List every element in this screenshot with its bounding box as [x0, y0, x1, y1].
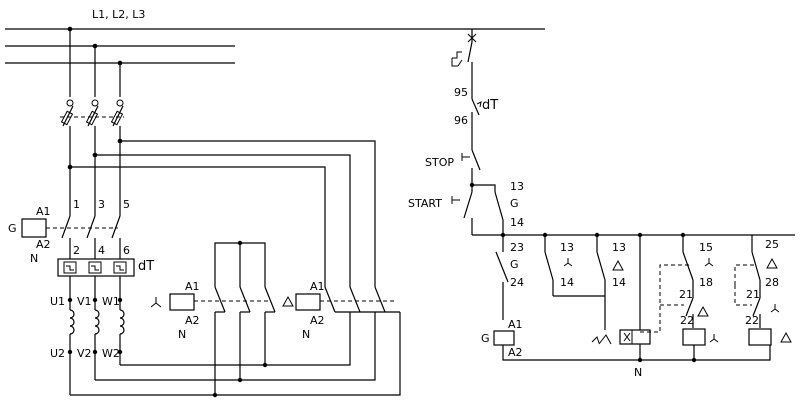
- svg-text:2: 2: [73, 244, 80, 257]
- svg-text:5: 5: [123, 198, 130, 211]
- svg-text:14: 14: [612, 276, 626, 289]
- star-symbol-icon: [704, 258, 714, 267]
- delta-symbol-icon: [282, 295, 294, 307]
- svg-text:U2: U2: [50, 347, 65, 360]
- svg-text:22: 22: [680, 314, 694, 327]
- svg-text:21: 21: [679, 288, 693, 301]
- fuse-disconnector: [60, 99, 124, 216]
- delta-coil: [295, 293, 321, 311]
- svg-text:96: 96: [454, 114, 468, 127]
- delta-symbol-icon: [612, 259, 624, 271]
- overload-label-left: dT: [138, 259, 154, 274]
- star-symbol-icon: [709, 334, 719, 343]
- svg-text:U1: U1: [50, 295, 65, 308]
- supply-label: L1, L2, L3: [92, 8, 145, 21]
- svg-text:G: G: [510, 197, 519, 210]
- star-contactor: A1 A2 N: [150, 240, 276, 341]
- svg-text:25: 25: [765, 238, 779, 251]
- timer-contact-25-28: 25 28: [734, 235, 779, 292]
- delta-symbol-icon: [697, 305, 709, 317]
- svg-text:A2: A2: [508, 346, 523, 359]
- svg-text:21: 21: [746, 288, 760, 301]
- start-button: START: [408, 185, 473, 235]
- contact-delta-13-14: 13 14: [596, 235, 626, 296]
- svg-text:18: 18: [699, 276, 713, 289]
- star-symbol-icon: [150, 297, 162, 308]
- svg-text:dT: dT: [482, 98, 498, 113]
- svg-text:W2: W2: [102, 347, 120, 360]
- star-coil-control: [682, 328, 719, 346]
- main-coil: [21, 218, 47, 238]
- svg-text:23: 23: [510, 241, 524, 254]
- main-coil-label: G: [8, 222, 17, 235]
- coil-a2-label: A2: [36, 238, 51, 251]
- interlock-21-22-star: 21 22: [660, 288, 709, 328]
- coil-n-label: N: [30, 252, 38, 265]
- neutral-label: N: [634, 366, 642, 379]
- svg-text:G: G: [510, 258, 519, 271]
- start-label: START: [408, 197, 442, 210]
- svg-text:13: 13: [560, 241, 574, 254]
- svg-text:15: 15: [699, 241, 713, 254]
- interlock-21-22-delta: 21 22: [734, 285, 780, 328]
- delta-contactor: A1 A2 N: [282, 280, 400, 341]
- timer-contact-15-18: 15 18: [640, 235, 714, 333]
- svg-text:14: 14: [510, 216, 524, 229]
- motor-windings: U1 V1 W1 U2 V2 W2: [50, 295, 125, 395]
- svg-text:28: 28: [765, 276, 779, 289]
- svg-text:A1: A1: [310, 280, 325, 293]
- stop-label: STOP: [425, 156, 454, 169]
- coil-a1-label: A1: [36, 205, 51, 218]
- power-circuit: A1 G A2 N 1 3 5 2 4 6: [8, 26, 401, 398]
- svg-text:G: G: [481, 332, 490, 345]
- star-coil: [169, 293, 195, 311]
- delta-symbol-icon: [766, 257, 778, 269]
- delta-coil-control: [748, 328, 792, 346]
- control-coil-g: A1 G A2: [481, 318, 523, 359]
- supply-bus: L1, L2, L3: [5, 8, 545, 64]
- svg-text:14: 14: [560, 276, 574, 289]
- overload-contact: 95 dT 96: [454, 86, 498, 130]
- svg-text:A1: A1: [508, 318, 523, 331]
- contact-g-23-24: 23 G 24: [495, 235, 524, 320]
- hold-contact-g: 13 G 14: [494, 180, 524, 235]
- main-contactor-g: A1 G A2 N 1 3 5 2 4 6: [8, 198, 130, 265]
- star-symbol-icon: [563, 258, 573, 267]
- svg-text:13: 13: [510, 180, 524, 193]
- coil-g: [493, 330, 515, 346]
- svg-text:A1: A1: [185, 280, 200, 293]
- svg-text:V1: V1: [77, 295, 92, 308]
- svg-text:A2: A2: [185, 314, 200, 327]
- star-symbol-icon: [770, 304, 780, 313]
- delta-symbol-icon: [780, 331, 792, 343]
- svg-text:W1: W1: [102, 295, 120, 308]
- control-circuit: 95 dT 96 STOP START: [408, 29, 795, 379]
- svg-text:A2: A2: [310, 314, 325, 327]
- svg-text:1: 1: [73, 198, 80, 211]
- svg-text:95: 95: [454, 86, 468, 99]
- svg-text:6: 6: [123, 244, 130, 257]
- thermal-overload-relay: dT: [57, 258, 154, 298]
- timer-coil: [591, 235, 651, 345]
- svg-text:N: N: [302, 328, 310, 341]
- svg-text:4: 4: [98, 244, 105, 257]
- svg-text:N: N: [178, 328, 186, 341]
- svg-text:24: 24: [510, 276, 524, 289]
- svg-text:3: 3: [98, 198, 105, 211]
- svg-text:22: 22: [745, 314, 759, 327]
- stop-button: STOP: [425, 130, 481, 188]
- star-delta-timer-icon: [591, 334, 612, 345]
- contact-star-13-14: 13 14: [544, 235, 574, 296]
- svg-text:V2: V2: [77, 347, 92, 360]
- thermal-trip-icon: [451, 51, 463, 67]
- svg-text:13: 13: [612, 241, 626, 254]
